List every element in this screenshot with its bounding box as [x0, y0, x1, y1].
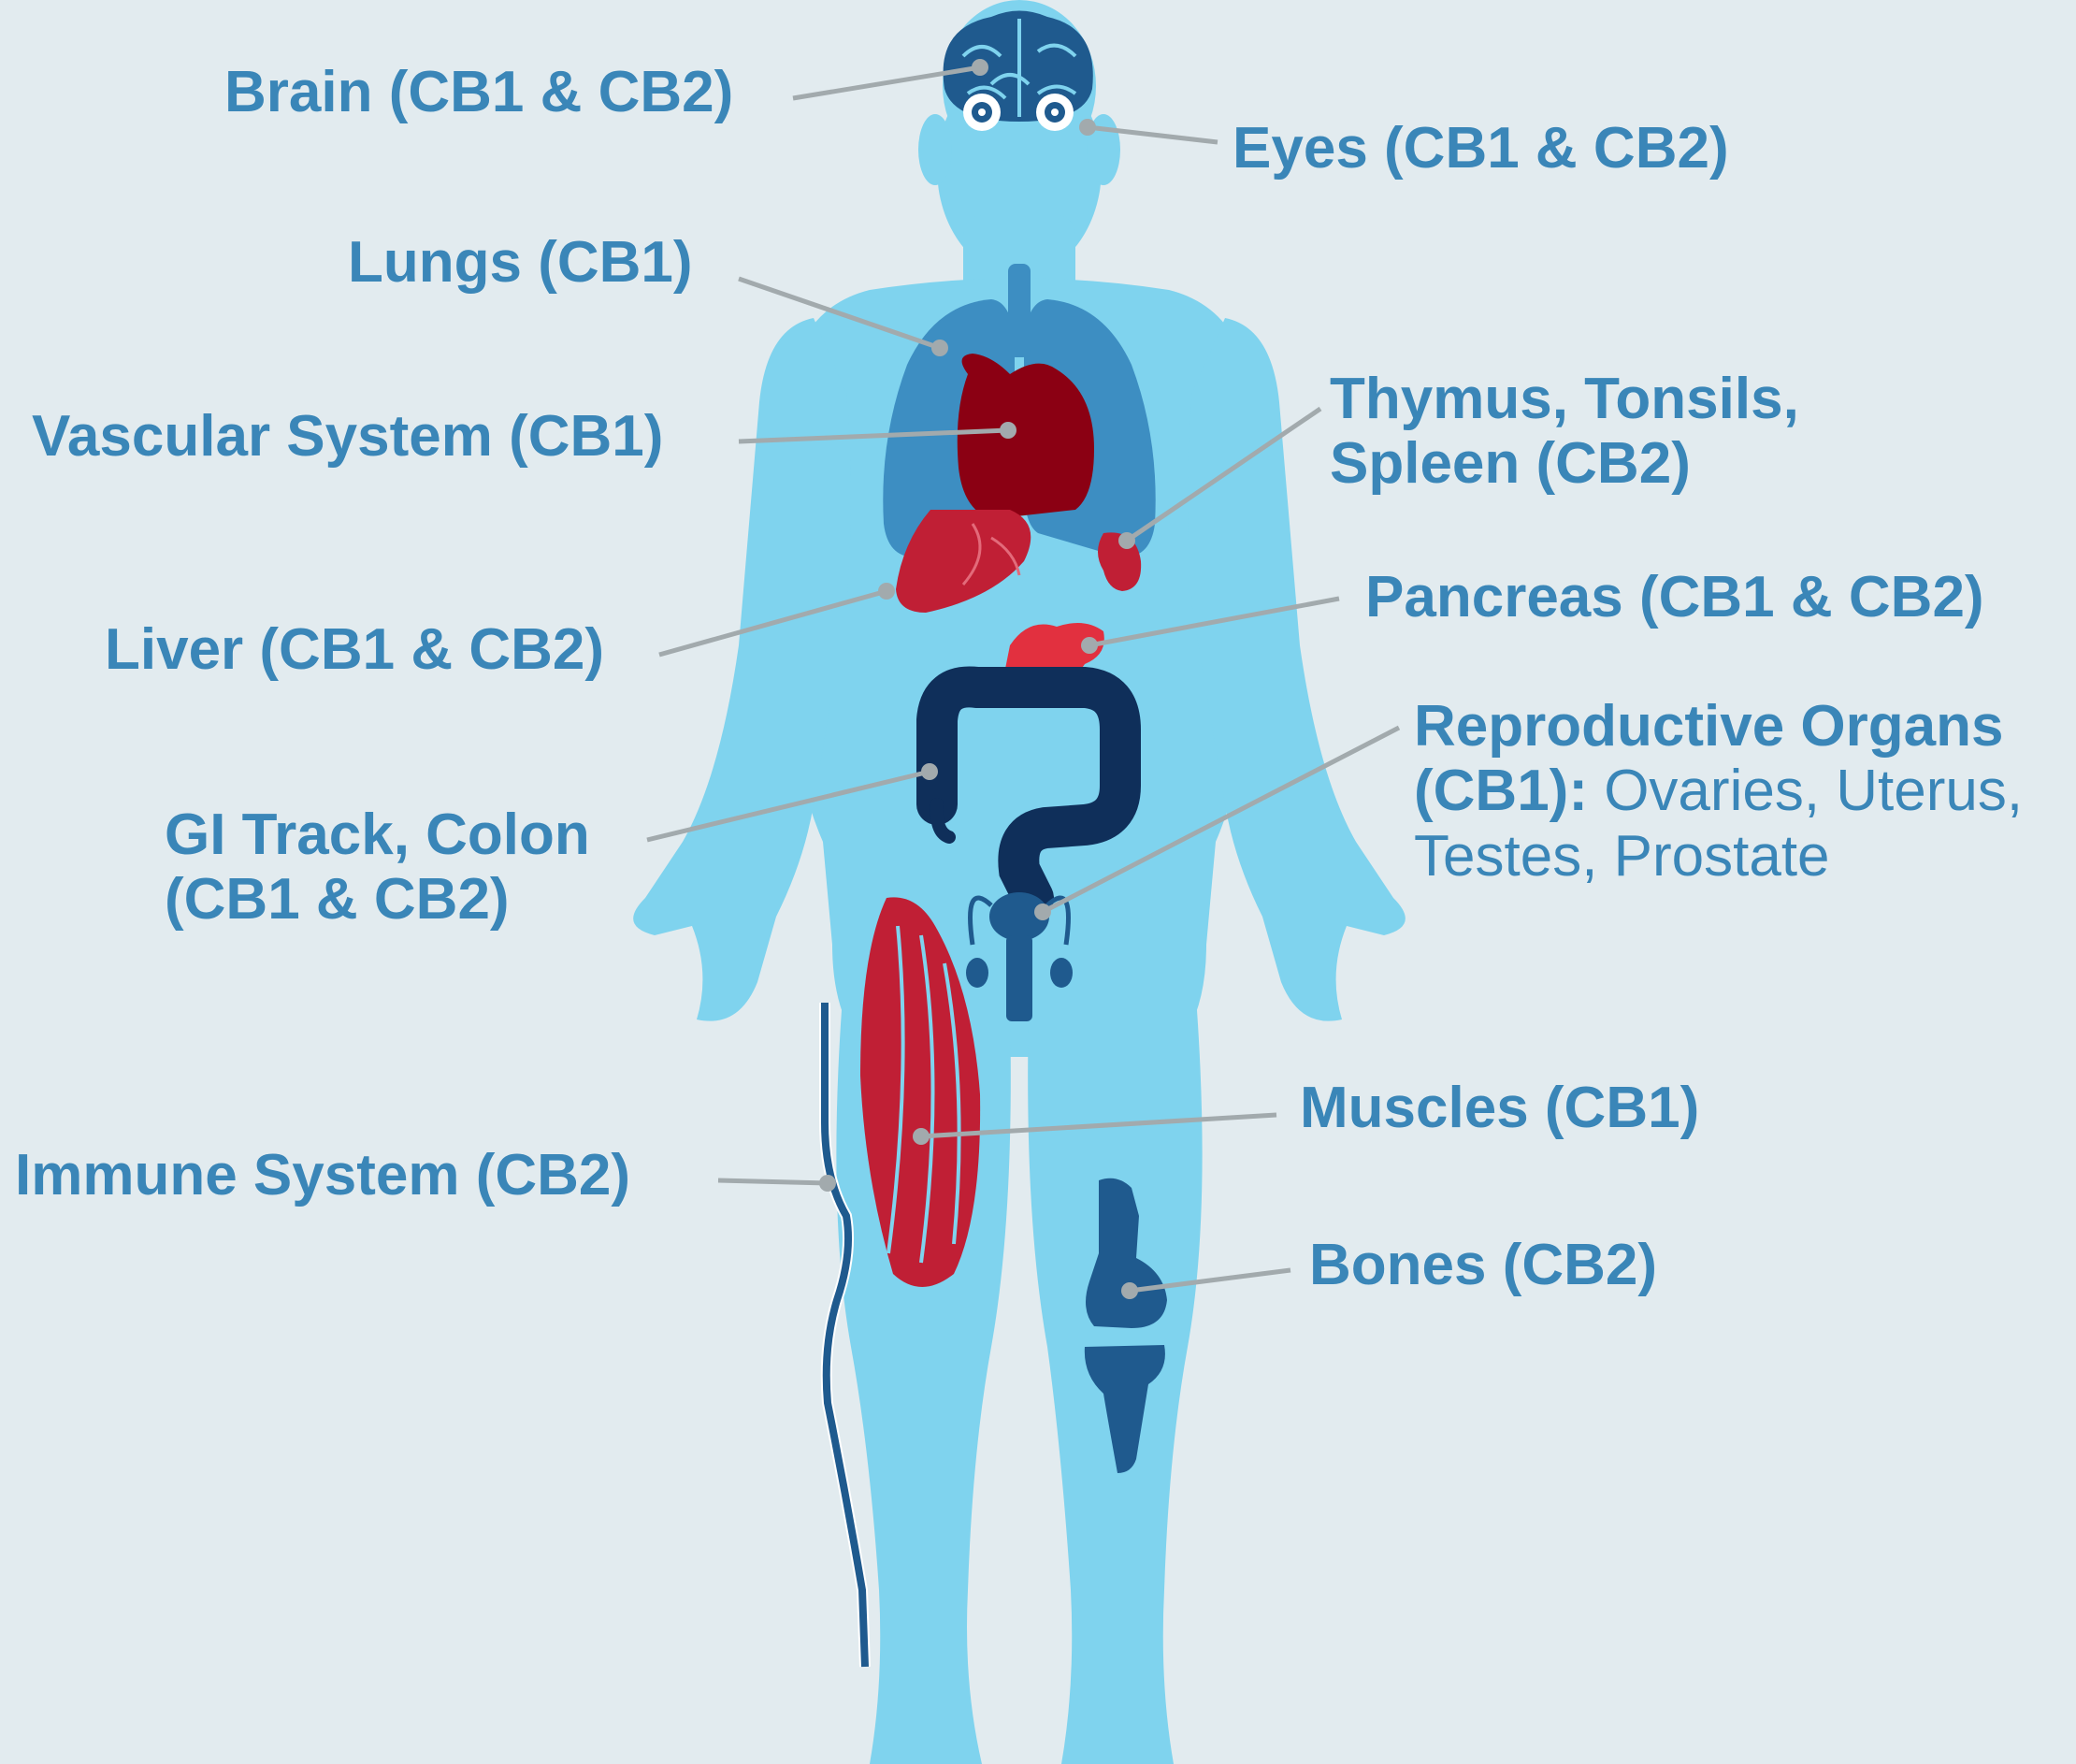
label-thymus-tonsils-spleen: Thymus, Tonsils, Spleen (CB2) — [1330, 367, 1799, 497]
label-bones: Bones (CB2) — [1309, 1233, 1657, 1297]
label-brain: Brain (CB1 & CB2) — [224, 60, 733, 124]
label-liver: Liver (CB1 & CB2) — [105, 617, 604, 682]
label-pancreas: Pancreas (CB1 & CB2) — [1365, 565, 1984, 629]
label-reproductive-line1: Reproductive Organs — [1414, 694, 2023, 759]
label-reproductive-bold: (CB1): — [1414, 759, 1588, 823]
label-reproductive-line3: Testes, Prostate — [1414, 824, 2023, 889]
label-reproductive-rest: Ovaries, Uterus, — [1588, 759, 2023, 823]
label-eyes: Eyes (CB1 & CB2) — [1233, 116, 1729, 181]
label-immune-system: Immune System (CB2) — [15, 1143, 630, 1207]
label-thymus-line1: Thymus, Tonsils, — [1330, 367, 1799, 431]
label-reproductive-line2: (CB1): Ovaries, Uterus, — [1414, 759, 2023, 823]
label-vascular-system: Vascular System (CB1) — [32, 404, 663, 469]
label-lungs: Lungs (CB1) — [348, 230, 693, 295]
label-reproductive-organs: Reproductive Organs (CB1): Ovaries, Uter… — [1414, 694, 2023, 889]
label-gi-line1: GI Track, Colon — [165, 802, 590, 867]
label-thymus-line2: Spleen (CB2) — [1330, 431, 1799, 496]
label-gi-line2: (CB1 & CB2) — [165, 867, 590, 932]
label-muscles: Muscles (CB1) — [1300, 1076, 1699, 1140]
label-gi-track-colon: GI Track, Colon (CB1 & CB2) — [165, 802, 590, 933]
